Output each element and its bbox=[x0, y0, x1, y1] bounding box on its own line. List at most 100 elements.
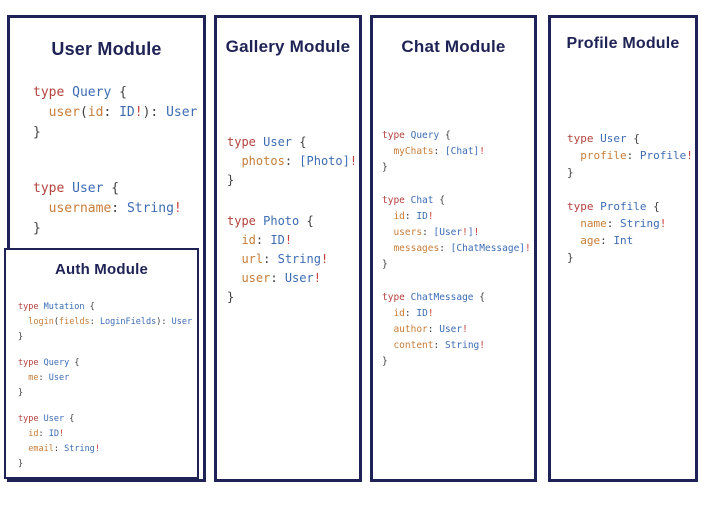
code-line: id: ID! bbox=[18, 427, 197, 442]
code-token: : bbox=[255, 233, 271, 247]
code-token: User bbox=[43, 414, 70, 424]
code-token: User bbox=[600, 132, 634, 145]
code-token: { bbox=[119, 85, 127, 100]
code-token: me bbox=[28, 373, 39, 383]
code-token: ! bbox=[686, 149, 693, 162]
code-token: : bbox=[89, 317, 100, 327]
code-token: Profile bbox=[639, 149, 687, 162]
code-token: ID bbox=[416, 211, 428, 222]
code-token: ! bbox=[427, 308, 434, 319]
code-line: content: String! bbox=[382, 338, 534, 354]
code-token: { bbox=[444, 130, 451, 141]
code-token bbox=[227, 233, 241, 247]
code-token: String bbox=[64, 444, 95, 454]
code-line: me: User bbox=[18, 371, 197, 386]
code-block: type Profile { name: String! age: Int} bbox=[567, 198, 695, 266]
code-token bbox=[227, 154, 241, 168]
auth-module-panel: Auth Module type Mutation { login(fields… bbox=[4, 248, 199, 479]
code-line: type User { bbox=[33, 179, 203, 199]
code-token: { bbox=[299, 135, 307, 149]
code-line: name: String! bbox=[567, 215, 695, 232]
code-token: Mutation bbox=[43, 302, 90, 312]
code-token: type bbox=[18, 414, 44, 424]
code-line: } bbox=[567, 249, 695, 266]
code-token: String bbox=[444, 340, 480, 351]
code-token: } bbox=[33, 125, 41, 140]
code-block: type User { username: String!} bbox=[33, 179, 203, 239]
code-token bbox=[382, 211, 393, 222]
code-token: Int bbox=[613, 234, 634, 247]
code-token: { bbox=[69, 414, 75, 424]
code-line: } bbox=[227, 288, 359, 307]
user-module-title: User Module bbox=[51, 39, 162, 59]
code-token: ] bbox=[467, 227, 474, 238]
code-token: [User bbox=[433, 227, 463, 238]
code-token: type bbox=[18, 302, 44, 312]
code-token: : bbox=[263, 252, 278, 266]
code-token: User bbox=[72, 181, 112, 196]
code-line: age: Int bbox=[567, 232, 695, 249]
code-token: ! bbox=[479, 146, 486, 157]
code-token: ( bbox=[53, 317, 59, 327]
code-token: ! bbox=[94, 444, 100, 454]
code-line: url: String! bbox=[227, 250, 359, 269]
code-token: : bbox=[439, 243, 451, 254]
code-token: : bbox=[433, 340, 445, 351]
code-token: age bbox=[580, 234, 601, 247]
code-line: type Query { bbox=[382, 128, 534, 144]
code-line: user(id: ID!): User bbox=[33, 103, 203, 123]
code-token: User bbox=[171, 317, 193, 327]
code-block: type Query { user(id: ID!): User} bbox=[33, 83, 203, 143]
code-line: photos: [Photo]! bbox=[227, 152, 359, 171]
code-line: } bbox=[227, 171, 359, 190]
code-token: { bbox=[74, 358, 80, 368]
code-block: type User { profile: Profile!} bbox=[567, 130, 695, 181]
code-token: { bbox=[479, 292, 485, 303]
code-token: ): bbox=[156, 317, 172, 327]
code-token: ! bbox=[320, 252, 329, 266]
code-token: ID bbox=[416, 308, 428, 319]
profile-module-panel: Profile Module type User { profile: Prof… bbox=[548, 15, 698, 482]
code-token: } bbox=[382, 259, 388, 270]
code-block: type Query { me: User} bbox=[18, 356, 197, 401]
code-line: } bbox=[33, 219, 203, 239]
code-token bbox=[18, 373, 28, 383]
code-token: } bbox=[382, 162, 388, 173]
code-line: type User { bbox=[567, 130, 695, 147]
code-token: { bbox=[633, 132, 640, 145]
code-token: type bbox=[18, 358, 44, 368]
code-line: type User { bbox=[227, 133, 359, 152]
code-token bbox=[382, 324, 393, 335]
code-token: type bbox=[227, 135, 264, 149]
chat-module-title: Chat Module bbox=[401, 37, 506, 56]
code-token: } bbox=[18, 388, 24, 398]
code-token: } bbox=[567, 251, 574, 264]
code-line: } bbox=[18, 330, 197, 345]
code-line: type Mutation { bbox=[18, 300, 197, 315]
code-line: profile: Profile! bbox=[567, 147, 695, 164]
code-token: { bbox=[306, 214, 314, 228]
code-token: Photo bbox=[263, 214, 307, 228]
code-token: : bbox=[53, 444, 65, 454]
code-token: id bbox=[28, 429, 39, 439]
code-token: ID bbox=[48, 429, 59, 439]
gallery-module-title: Gallery Module bbox=[225, 37, 351, 56]
code-token: Query bbox=[72, 85, 120, 100]
code-token: id bbox=[87, 105, 104, 120]
code-token bbox=[567, 217, 580, 230]
code-line: id: ID! bbox=[227, 231, 359, 250]
code-token: [Photo] bbox=[299, 154, 350, 168]
code-token: ! bbox=[462, 324, 468, 335]
chat-module-code: type Query { myChats: [Chat]!}type Chat … bbox=[373, 128, 534, 370]
code-token bbox=[382, 146, 393, 157]
code-token: type bbox=[382, 195, 411, 206]
code-block: type User { photos: [Photo]!} bbox=[227, 133, 359, 190]
code-token: User bbox=[284, 271, 314, 285]
code-token: fields bbox=[58, 317, 90, 327]
code-token: : bbox=[626, 149, 640, 162]
code-token bbox=[382, 308, 393, 319]
auth-module-title: Auth Module bbox=[54, 261, 148, 278]
code-token bbox=[18, 429, 28, 439]
code-token: { bbox=[653, 200, 660, 213]
